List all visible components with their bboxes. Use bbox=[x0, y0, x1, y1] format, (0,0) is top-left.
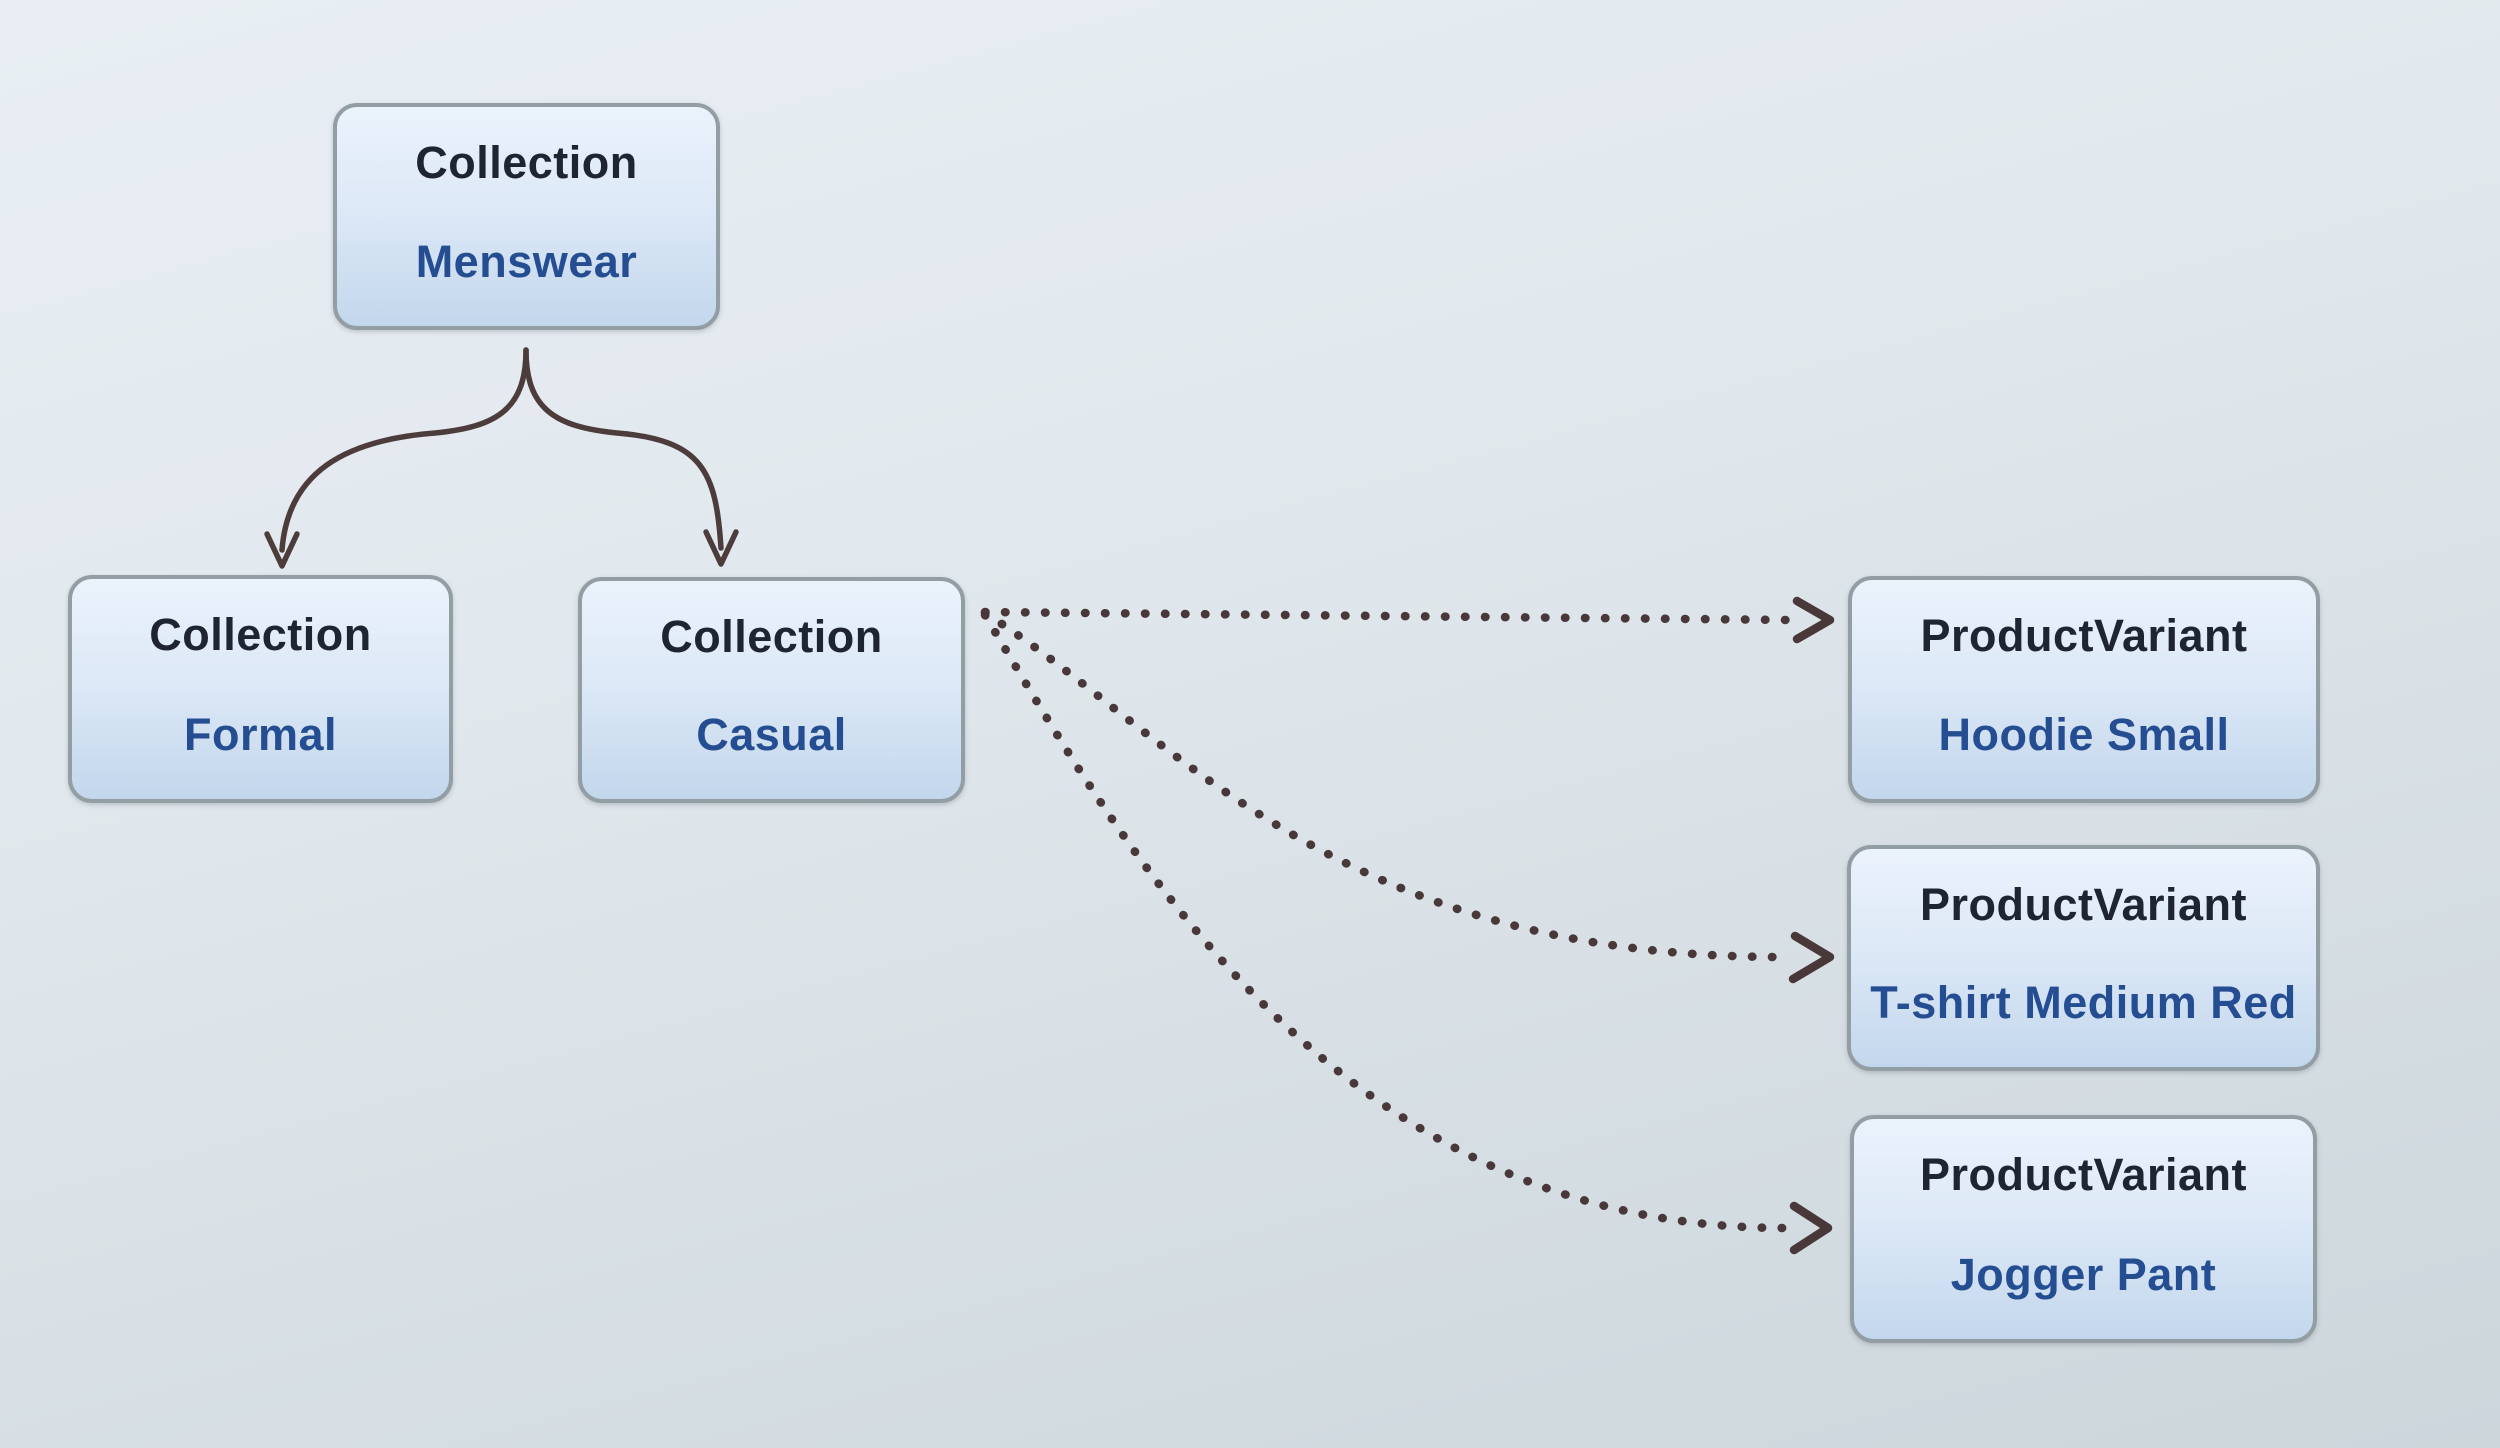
edge-menswear-casual-arrowhead-icon bbox=[703, 529, 739, 567]
node-type-label: ProductVariant bbox=[1919, 1149, 2248, 1200]
edge-menswear-casual bbox=[523, 347, 724, 551]
node-type-label: Collection bbox=[660, 611, 883, 662]
node-productvariant-hoodie-small: ProductVariant Hoodie Small bbox=[1848, 576, 2320, 803]
edge-casual-tshirt bbox=[980, 608, 1790, 962]
edge-casual-hoodie bbox=[980, 607, 1795, 625]
node-type-label: Collection bbox=[415, 137, 638, 188]
edge-menswear-formal bbox=[279, 347, 529, 553]
node-name-label: Menswear bbox=[415, 236, 638, 287]
node-productvariant-tshirt-medium-red: ProductVariant T-shirt Medium Red bbox=[1847, 845, 2320, 1071]
node-collection-menswear: Collection Menswear bbox=[333, 103, 720, 330]
node-name-label: T-shirt Medium Red bbox=[1870, 977, 2297, 1028]
edge-menswear-formal-arrowhead-icon bbox=[264, 531, 300, 569]
node-type-label: ProductVariant bbox=[1920, 610, 2248, 661]
node-collection-casual: Collection Casual bbox=[578, 577, 965, 803]
node-type-label: Collection bbox=[149, 609, 372, 660]
node-name-label: Hoodie Small bbox=[1938, 709, 2230, 760]
node-name-label: Jogger Pant bbox=[1950, 1249, 2217, 1300]
edge-casual-jogger-arrowhead-icon bbox=[1789, 1201, 1833, 1255]
edge-casual-hoodie-arrowhead-icon bbox=[1792, 596, 1835, 644]
edge-casual-tshirt-arrowhead-icon bbox=[1788, 931, 1835, 984]
edge-casual-jogger bbox=[980, 610, 1790, 1233]
node-type-label: ProductVariant bbox=[1919, 879, 2248, 930]
node-collection-formal: Collection Formal bbox=[68, 575, 453, 803]
node-name-label: Casual bbox=[696, 709, 847, 760]
node-productvariant-jogger-pant: ProductVariant Jogger Pant bbox=[1850, 1115, 2317, 1343]
node-name-label: Formal bbox=[183, 709, 338, 760]
